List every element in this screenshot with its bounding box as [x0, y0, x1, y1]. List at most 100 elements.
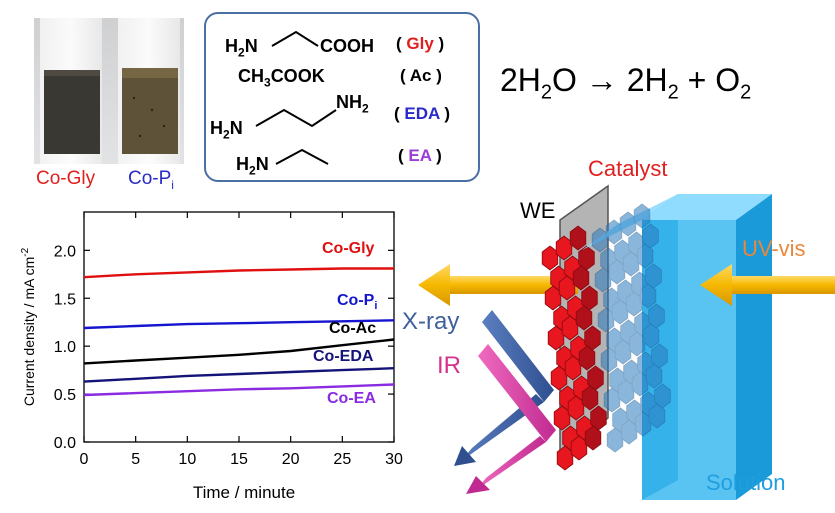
series-label-co-ac: Co-Ac — [329, 320, 376, 338]
series-label-co-pi-sub: i — [374, 300, 378, 313]
ligand-structures — [255, 30, 337, 165]
eda-h-sub: 2 — [223, 127, 230, 142]
ir-label-text: IR — [437, 352, 461, 379]
we-label-text: WE — [520, 198, 556, 223]
series-line-co-pi — [83, 319, 395, 330]
ea-h: H — [236, 154, 249, 174]
y-axis-label-main: Current density / mA cm — [21, 257, 37, 406]
solution-hex-27 — [642, 323, 660, 349]
y-tick-label-2: 1.0 — [54, 339, 76, 356]
y-tick-label-0: 0.0 — [54, 435, 76, 452]
series-label-co-ac-text: Co-Ac — [329, 320, 377, 337]
series-label-co-eda-text: Co-EDA — [313, 348, 374, 365]
ir-arrows — [466, 344, 556, 494]
reaction-equation: 2H2O → 2H2 + O2 — [500, 62, 751, 104]
photo-label-co-pi-text: Co-P — [128, 168, 172, 189]
series-label-co-pi: Co-Pi — [337, 292, 377, 312]
we-label: WE — [520, 198, 555, 224]
reaction-sub-1: 2 — [540, 81, 553, 104]
y-tick-label-3: 1.5 — [54, 291, 76, 308]
ligand-box — [204, 12, 480, 182]
eda-paren-open: ( — [394, 104, 400, 123]
setup-illustration — [418, 184, 835, 500]
y-axis-label-group: Current density / mA cm-2 — [20, 247, 37, 406]
x-tick-label-5: 25 — [333, 451, 351, 468]
x-tick-label-2: 10 — [178, 451, 196, 468]
x-axis-label: Time / minute — [193, 483, 295, 502]
photo-label-co-gly: Co-Gly — [36, 168, 95, 190]
gly-paren-close: ) — [438, 34, 445, 53]
y-tick-label-4: 2.0 — [54, 243, 76, 260]
ac-ch: CH — [238, 66, 264, 86]
series-label-co-pi-text: Co-P — [337, 292, 375, 309]
solution-hex-35 — [645, 363, 663, 389]
catalyst-hex-26 — [581, 385, 599, 411]
eda-nh: NH — [336, 92, 362, 112]
catalyst-hexagons — [541, 225, 607, 471]
xray-label-text: X-ray — [402, 308, 460, 335]
ea-paren-open: ( — [398, 146, 404, 165]
photo-label-co-pi: Co-Pi — [128, 168, 174, 192]
catalyst-hex-32 — [584, 425, 602, 451]
eda-nh-sub: 2 — [362, 101, 369, 116]
catalyst-hex-20 — [578, 345, 596, 371]
solution-hex-43 — [648, 403, 666, 429]
co-pi-electrode — [122, 68, 178, 154]
photo-label-co-gly-text: Co-Gly — [36, 168, 96, 189]
x-tick-label-6: 30 — [385, 451, 403, 468]
ac-sub: 3 — [264, 75, 271, 90]
ligand-gly-right: COOH — [320, 36, 374, 57]
catalyst-label-text: Catalyst — [588, 156, 668, 181]
ligand-eda-left: H2N — [210, 118, 243, 142]
eda-bond — [255, 108, 337, 128]
reaction-part-0: 2H — [500, 62, 541, 98]
catalyst-hex-0 — [541, 245, 559, 271]
series-line-co-ea — [83, 383, 395, 397]
ac-paren-open: ( — [400, 66, 406, 85]
series-label-co-ea: Co-EA — [327, 390, 376, 408]
catalyst-label: Catalyst — [588, 156, 667, 182]
eda-paren-close: ) — [444, 104, 451, 123]
ac-paren-close: ) — [436, 66, 442, 85]
series-label-co-ea-text: Co-EA — [327, 390, 376, 407]
gly-paren-open: ( — [396, 34, 402, 53]
y-axis-label-sup: -2 — [20, 247, 31, 256]
ligand-ac-formula: CH3COOK — [238, 66, 325, 90]
catalyst-hexagons-in-solution — [591, 203, 671, 453]
ea-n: N — [255, 154, 269, 174]
catalyst-hex-2 — [569, 225, 587, 251]
uvvis-arrow — [700, 264, 835, 306]
x-tick-label-0: 0 — [80, 451, 89, 468]
series-line-co-gly — [83, 267, 394, 279]
ea-h-sub: 2 — [249, 163, 256, 178]
ea-paren-close: ) — [436, 146, 442, 165]
reaction-part-4: + O — [678, 62, 741, 98]
catalyst-hex-8 — [572, 265, 590, 291]
x-tick-label-4: 20 — [282, 451, 300, 468]
gly-h: H — [225, 36, 238, 56]
ligand-ac-tag: ( Ac ) — [400, 66, 442, 86]
reaction-sub-3: 2 — [667, 81, 679, 104]
y-tick-label-1: 0.5 — [54, 387, 76, 404]
eda-n: N — [229, 118, 243, 138]
gly-bond — [271, 30, 319, 47]
photo-label-co-pi-sub: i — [171, 177, 174, 192]
ligand-eda-tag: ( EDA ) — [394, 104, 450, 124]
gly-cooh: COOH — [320, 36, 374, 56]
ac-tag: Ac — [409, 66, 432, 85]
electrode-photo — [34, 18, 184, 164]
outgoing-light-arrow — [418, 264, 578, 306]
xray-label: X-ray — [402, 308, 459, 336]
uvvis-label: UV-vis — [742, 236, 806, 262]
series-label-co-eda: Co-EDA — [313, 348, 373, 366]
solution-hex-2 — [619, 211, 637, 237]
solution-label: Solution — [706, 470, 786, 496]
solution-hex-11 — [636, 243, 654, 269]
reaction-sub-5: 2 — [740, 81, 752, 104]
y-axis-ticks: 0.0 0.5 1.0 1.5 2.0 — [54, 243, 394, 452]
reaction-part-2: O → 2H — [552, 62, 668, 98]
ligand-ea-tag: ( EA ) — [398, 146, 442, 166]
ir-label: IR — [437, 352, 461, 380]
